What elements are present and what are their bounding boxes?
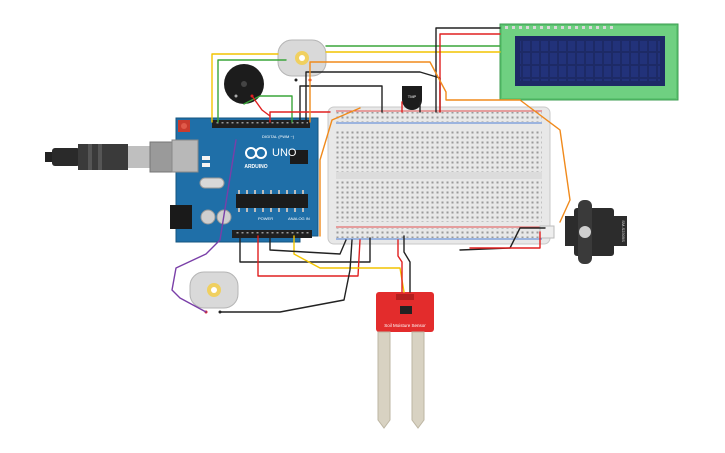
power-pins-label: POWER: [258, 216, 273, 221]
temperature-sensor-icon: TMP: [402, 86, 422, 110]
arduino-logo: [245, 147, 267, 159]
servo-label: SM-S2309S: [621, 220, 626, 242]
wires: [171, 27, 571, 313]
wire-red: [397, 239, 403, 293]
wire-black: [403, 235, 411, 293]
digital-pins-label: DIGITAL (PWM ~): [262, 134, 295, 139]
arduino-brand-label: ARDUINO: [244, 164, 267, 170]
wire-purple: [171, 139, 237, 313]
wire-black: [269, 235, 347, 255]
wire-red: [257, 235, 361, 277]
wire-black: [239, 235, 371, 263]
wire-green: [217, 59, 287, 123]
wire-red: [251, 95, 271, 117]
usb-cable-icon: [45, 141, 193, 173]
soil-sensor-label: Soil Moisture Sensor: [384, 323, 426, 328]
dc-motor-icon: [277, 39, 327, 82]
arduino-model-label: UNO: [272, 147, 297, 159]
wire-black: [435, 27, 501, 113]
dc-motor-icon: [189, 271, 239, 314]
servo-icon: SM-S2309S: [539, 200, 627, 264]
wire-red: [469, 231, 541, 249]
wire-black: [299, 85, 383, 123]
soil-moisture-sensor-icon: Soil Moisture Sensor: [376, 292, 434, 429]
wire-green: [243, 95, 293, 123]
wire-orange: [319, 107, 361, 237]
buzzer-icon: [224, 64, 264, 104]
analog-pins-label: ANALOG IN: [288, 216, 310, 221]
wire-orange: [309, 61, 571, 223]
arduino-uno-board: ARDUINO UNO DIGITAL (PWM ~) POWER ANALOG…: [170, 117, 319, 243]
wire-yellow: [211, 53, 279, 123]
wire-red: [439, 33, 501, 113]
wire-black: [219, 239, 353, 313]
breadboard: [327, 106, 551, 245]
wire-black: [459, 227, 546, 251]
temperature-sensor-label: TMP: [408, 94, 417, 99]
lcd-icon: [499, 23, 679, 101]
